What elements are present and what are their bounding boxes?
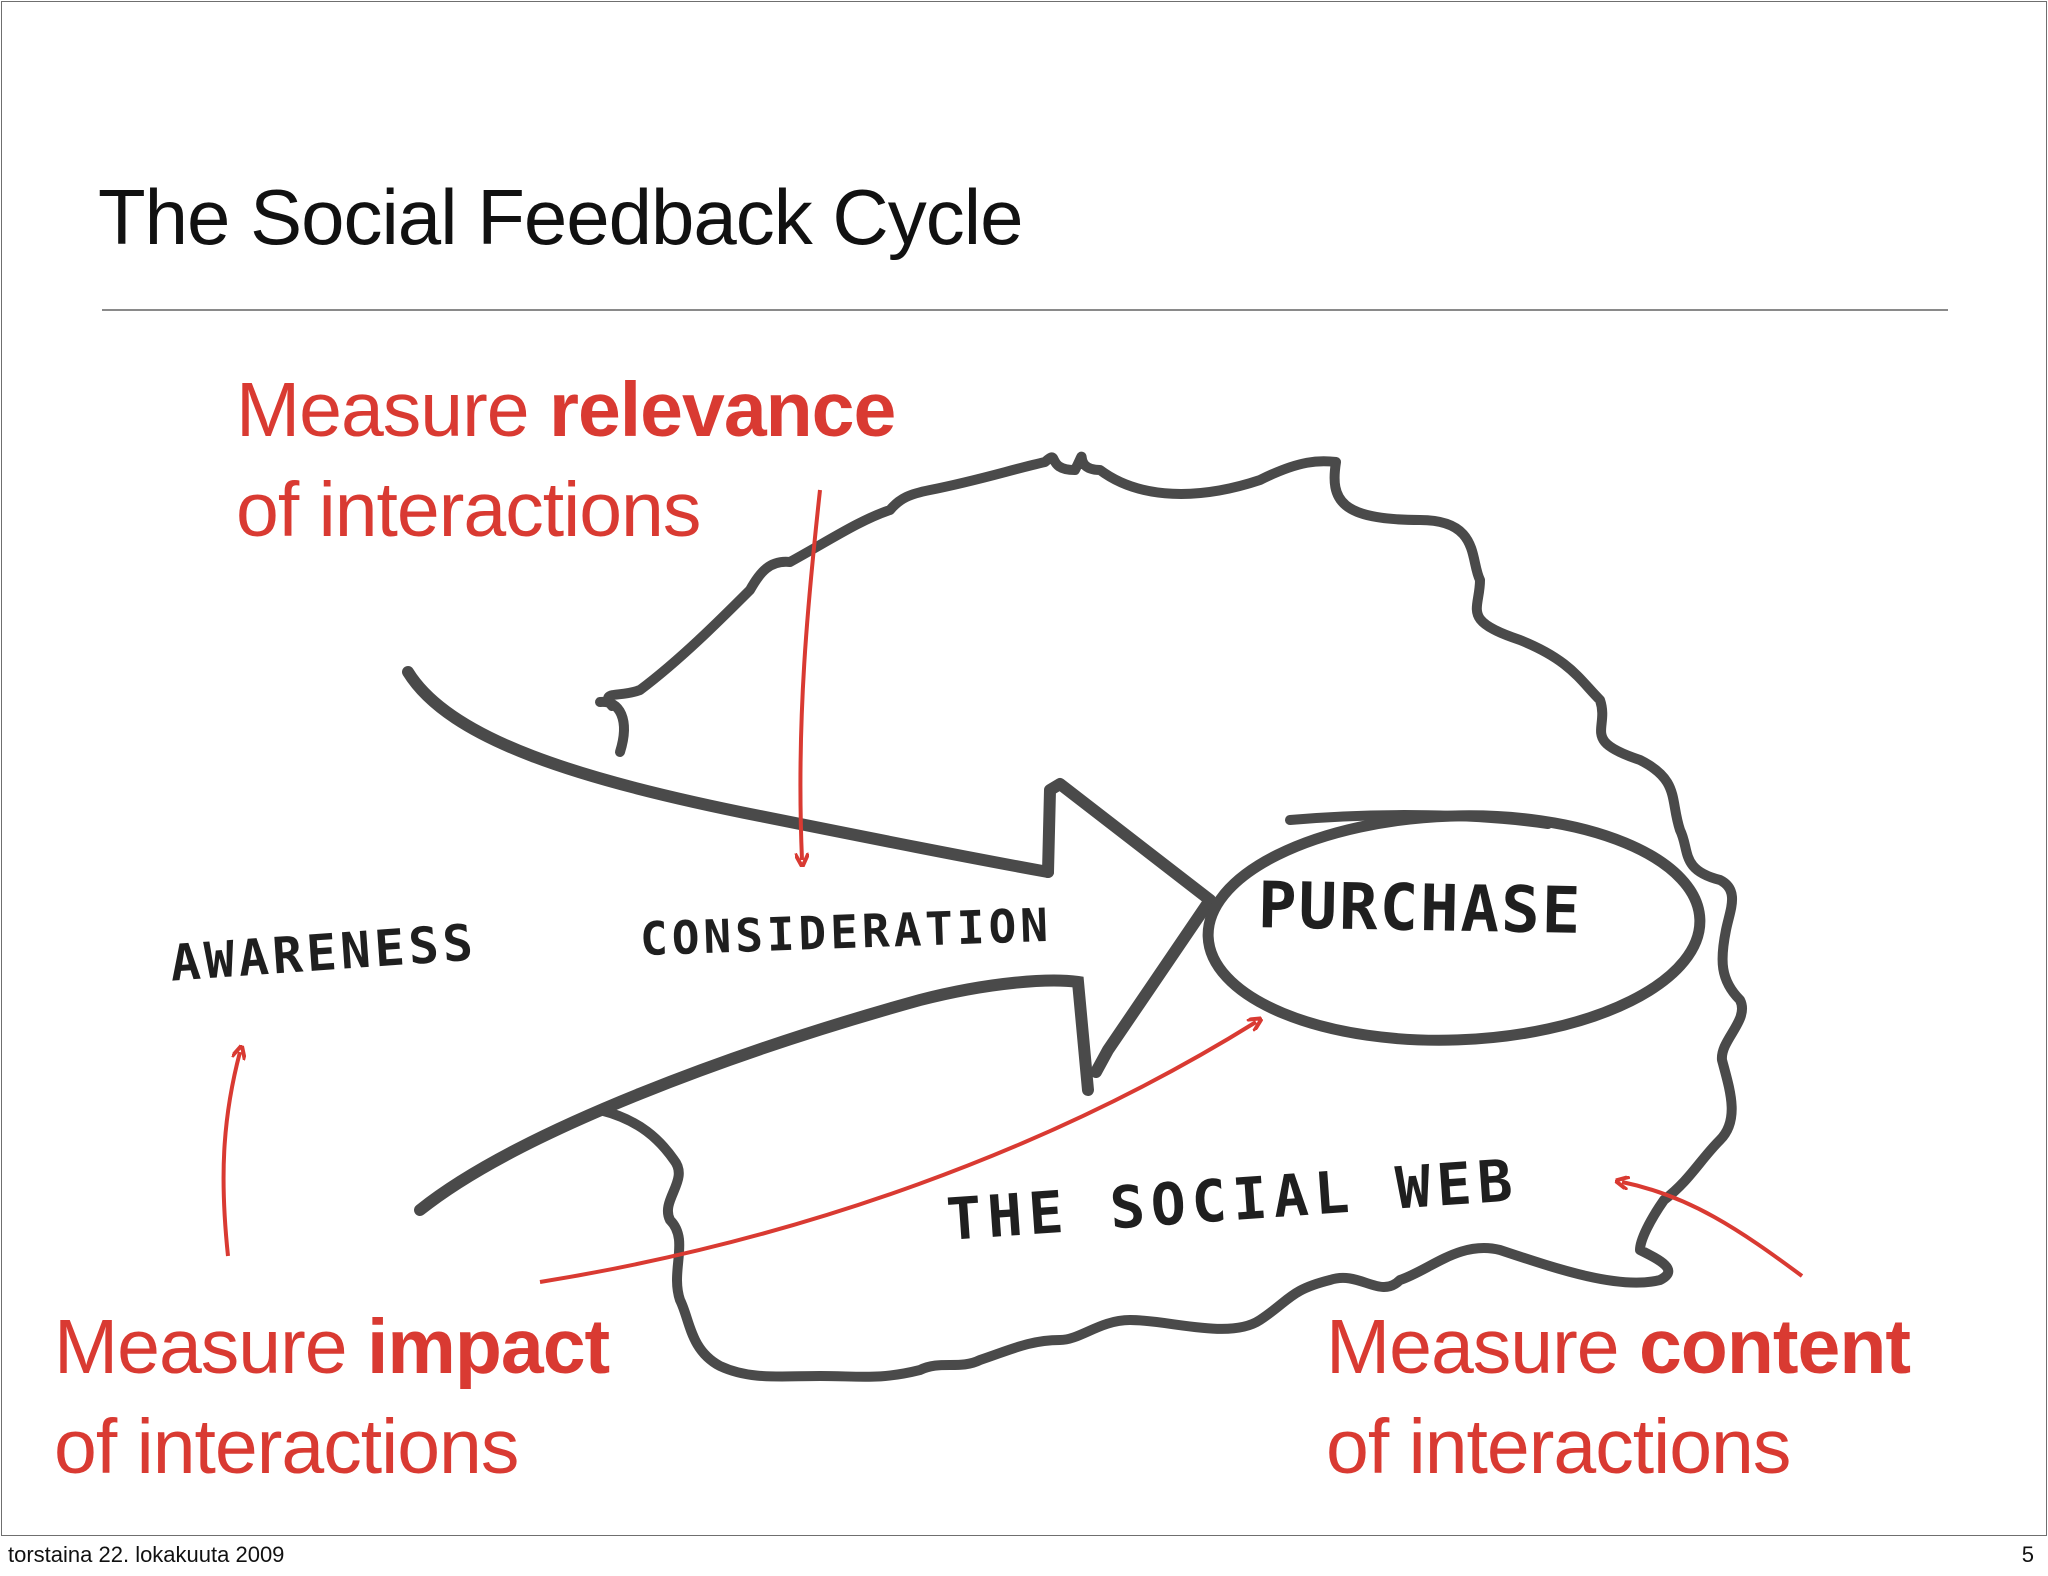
- callout-content-line1: Measure content: [1326, 1297, 1911, 1397]
- callout-prefix: Measure: [54, 1304, 367, 1390]
- slide-frame: [1, 1, 2047, 1536]
- impact-arrow: [539, 1022, 1256, 1284]
- callout-keyword: relevance: [548, 367, 896, 453]
- callout-impact-line1: Measure impact: [54, 1297, 610, 1397]
- slide-title: The Social Feedback Cycle: [98, 173, 1023, 261]
- callout-relevance-line2: of interactions: [236, 467, 701, 553]
- callout-impact: Measure impact of interactions: [54, 1297, 610, 1497]
- callout-content-line2: of interactions: [1326, 1404, 1791, 1490]
- social-web-cloud: [595, 451, 1747, 1382]
- callout-keyword: content: [1638, 1304, 1911, 1390]
- awareness-up-arrow: [221, 1052, 240, 1257]
- callout-prefix: Measure: [236, 367, 549, 453]
- callout-relevance-line1: Measure relevance: [236, 360, 896, 460]
- page-number: 5: [2021, 1542, 2034, 1567]
- callout-content: Measure content of interactions: [1326, 1297, 1911, 1497]
- label-purchase: PURCHASE: [1257, 869, 1583, 949]
- callout-impact-line2: of interactions: [54, 1404, 519, 1490]
- funnel-arrow-lower-shaft: [414, 974, 1094, 1216]
- callout-keyword: impact: [366, 1304, 610, 1390]
- purchase-ellipse-tail: [1285, 810, 1553, 829]
- callout-prefix: Measure: [1326, 1304, 1639, 1390]
- relevance-arrow: [800, 489, 822, 860]
- footer-date: torstaina 22. lokakuuta 2009: [8, 1542, 285, 1567]
- callout-relevance: Measure relevance of interactions: [236, 360, 896, 560]
- funnel-arrowhead: [1042, 778, 1216, 1078]
- funnel-arrow-upper-shaft: [402, 666, 1054, 878]
- content-arrow: [1622, 1182, 1804, 1278]
- title-divider: [102, 309, 1948, 311]
- cloud-notch: [595, 696, 629, 757]
